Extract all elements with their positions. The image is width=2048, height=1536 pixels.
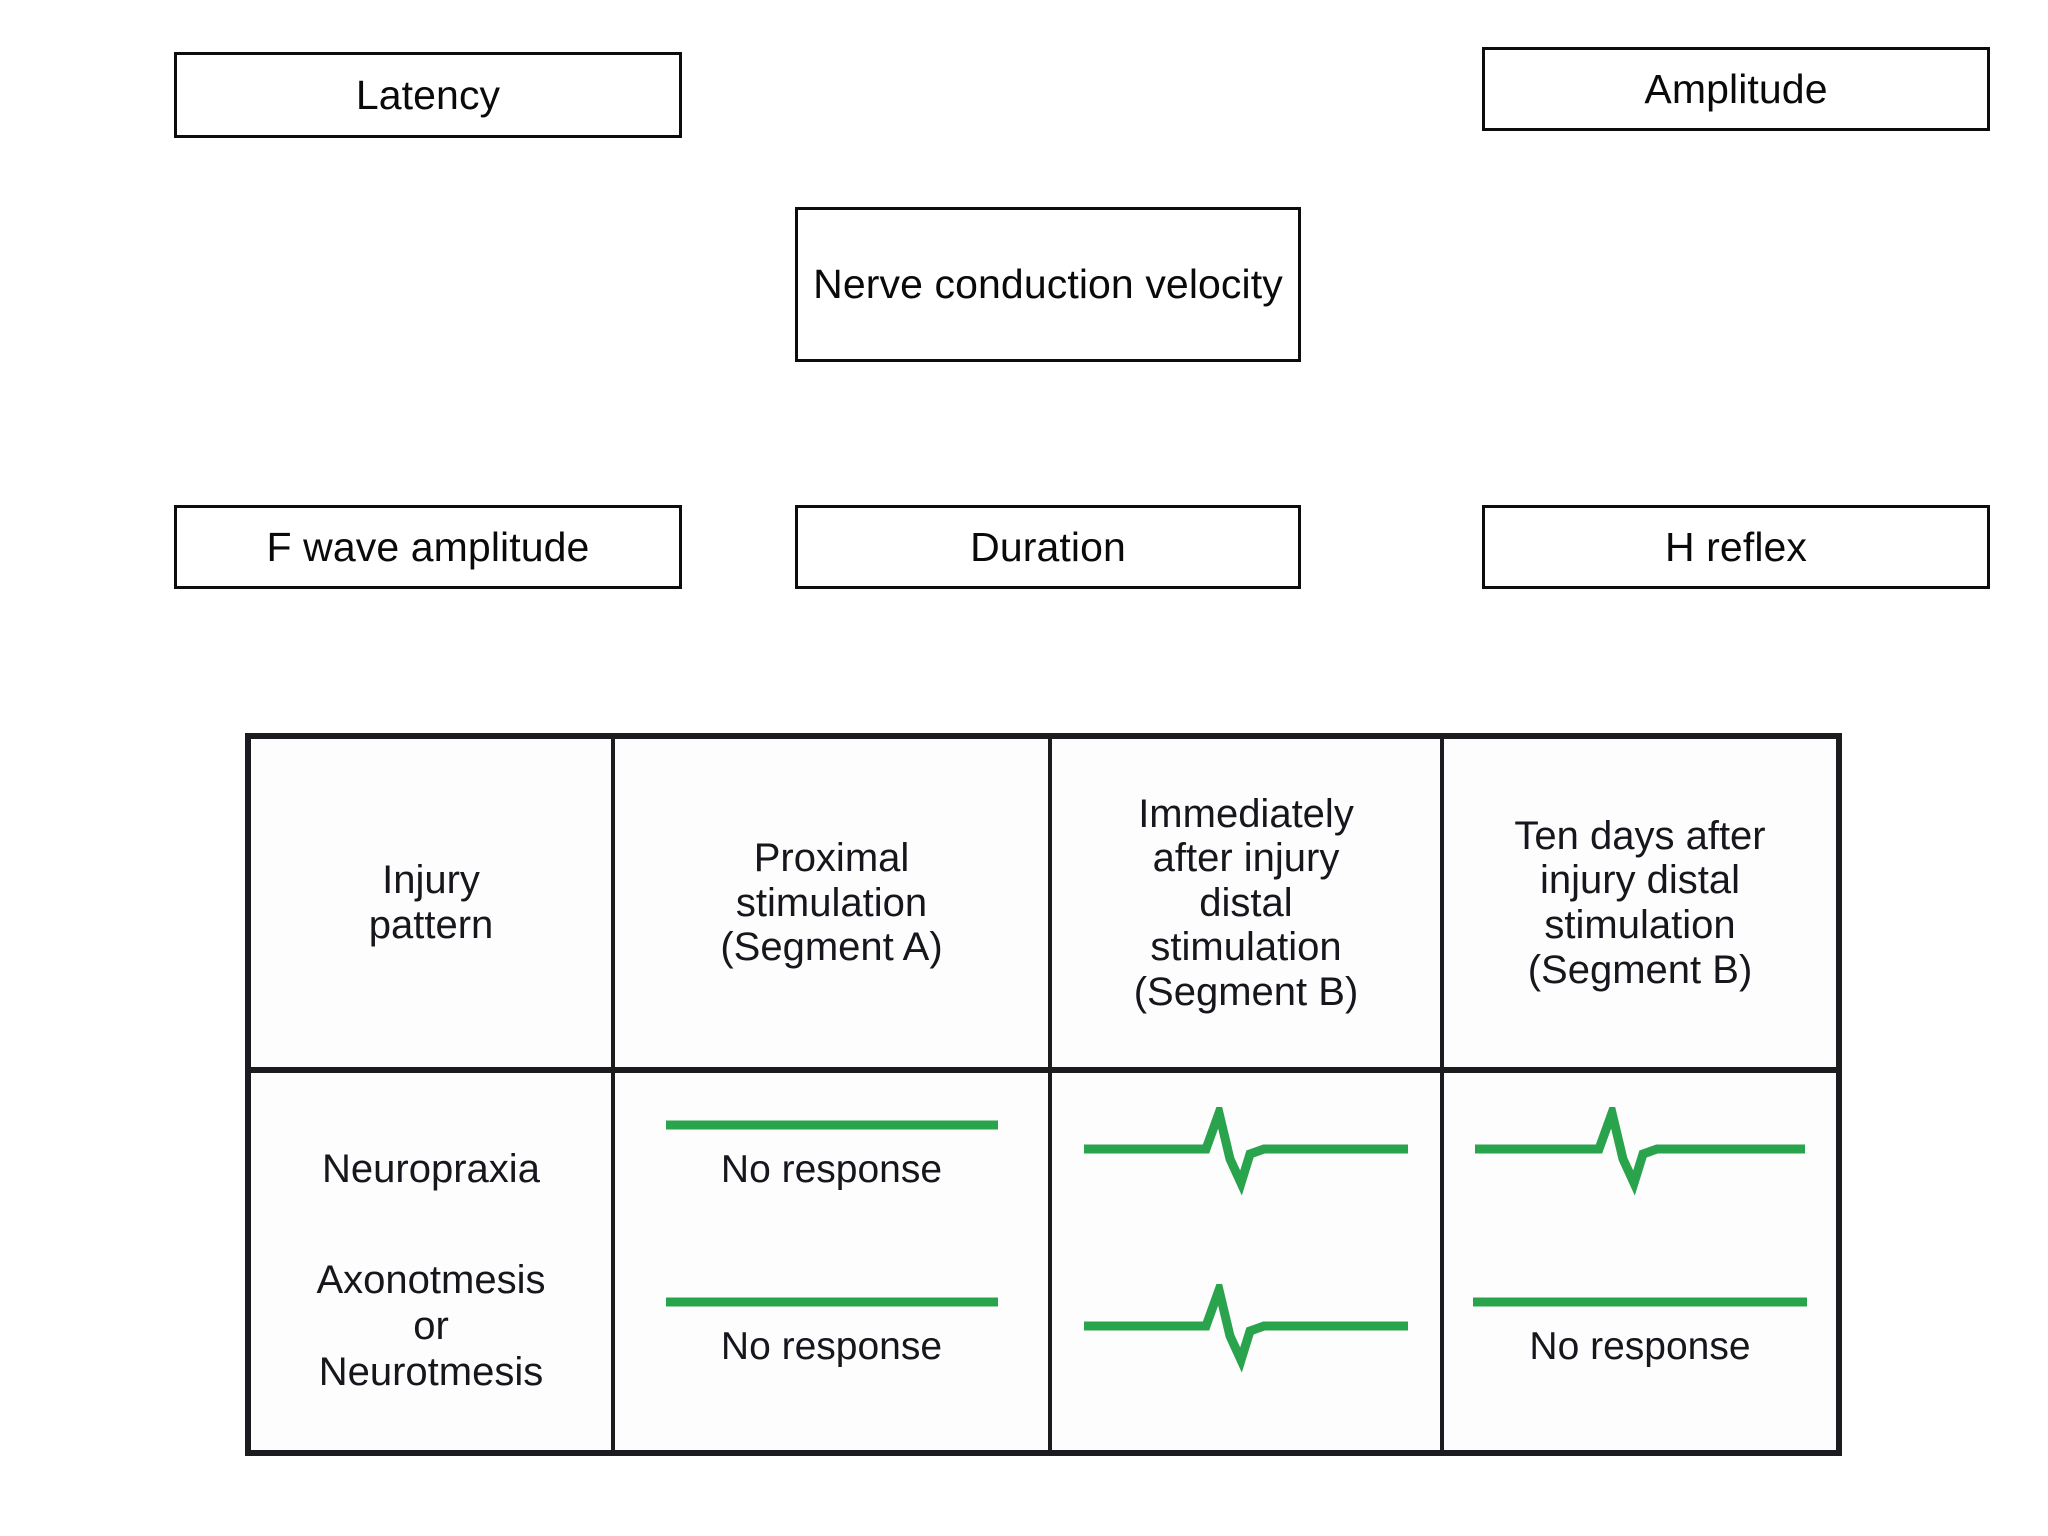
immediate-axonotmesis-slot [1052,1256,1440,1433]
table-cell-tenday-distal-stimulation: No response [1440,1073,1836,1450]
flow-box-f-wave-amplitude-label: F wave amplitude [266,523,590,570]
injury-pattern-table: Injury pattern Proximal stimulation (Seg… [245,733,1842,1456]
flow-box-h-reflex-label: H reflex [1664,523,1808,570]
proximal-neuropraxia-slot: No response [615,1083,1048,1256]
tenday-axonotmesis-label: No response [1529,1324,1751,1368]
injury-pattern-stack: Neuropraxia Axonotmesis or Neurotmesis [251,1073,611,1450]
waveform-trace-icon [1475,1107,1805,1196]
waveform-trace-icon [1084,1107,1408,1196]
flat-trace-icon [665,1120,998,1130]
flow-box-amplitude[interactable]: Amplitude [1482,47,1990,131]
tenday-trace-stack: No response [1444,1073,1836,1450]
flow-box-nerve-conduction-velocity[interactable]: Nerve conduction velocity [795,207,1301,362]
immediate-trace-stack [1052,1073,1440,1450]
flow-box-amplitude-label: Amplitude [1644,65,1828,112]
table-header-proximal-stimulation-label: Proximal stimulation (Segment A) [720,836,943,970]
flat-trace-icon [665,1297,998,1306]
injury-pattern-axonotmesis-neurotmesis: Axonotmesis or Neurotmesis [316,1257,546,1394]
proximal-axonotmesis-slot: No response [615,1256,1048,1433]
proximal-neuropraxia-label: No response [720,1148,943,1191]
proximal-trace-stack: No response No response [615,1073,1048,1450]
table-cell-injury-patterns: Neuropraxia Axonotmesis or Neurotmesis [251,1073,611,1450]
flat-trace-icon [1473,1297,1807,1306]
table-header-immediate-distal-stimulation-label: Immediately after injury distal stimulat… [1133,791,1359,1014]
flow-box-nerve-conduction-velocity-label: Nerve conduction velocity [813,261,1283,308]
immediate-neuropraxia-slot [1052,1083,1440,1256]
flow-box-latency[interactable]: Latency [174,52,682,138]
injury-pattern-neuropraxia: Neuropraxia [322,1146,540,1191]
table-cell-immediate-distal-stimulation [1048,1073,1440,1450]
table-header-injury-pattern-label: Injury pattern [368,858,494,947]
tenday-neuropraxia-slot [1444,1083,1836,1256]
table-header-immediate-distal-stimulation: Immediately after injury distal stimulat… [1048,739,1440,1067]
table-body-row: Neuropraxia Axonotmesis or Neurotmesis N… [251,1073,1836,1450]
table-header-tenday-distal-stimulation: Ten days after injury distal stimulation… [1440,739,1836,1067]
table-header-injury-pattern: Injury pattern [251,739,611,1067]
table-header-row: Injury pattern Proximal stimulation (Seg… [251,739,1836,1073]
flow-box-duration[interactable]: Duration [795,505,1301,589]
table-header-proximal-stimulation: Proximal stimulation (Segment A) [611,739,1048,1067]
flow-box-duration-label: Duration [970,523,1126,570]
proximal-axonotmesis-label: No response [720,1324,943,1368]
tenday-axonotmesis-slot: No response [1444,1256,1836,1433]
table-header-tenday-distal-stimulation-label: Ten days after injury distal stimulation… [1514,813,1766,992]
flow-box-f-wave-amplitude[interactable]: F wave amplitude [174,505,682,589]
waveform-trace-icon [1084,1283,1408,1373]
flow-box-h-reflex[interactable]: H reflex [1482,505,1990,589]
flow-box-latency-label: Latency [355,71,501,118]
table-cell-proximal-stimulation: No response No response [611,1073,1048,1450]
